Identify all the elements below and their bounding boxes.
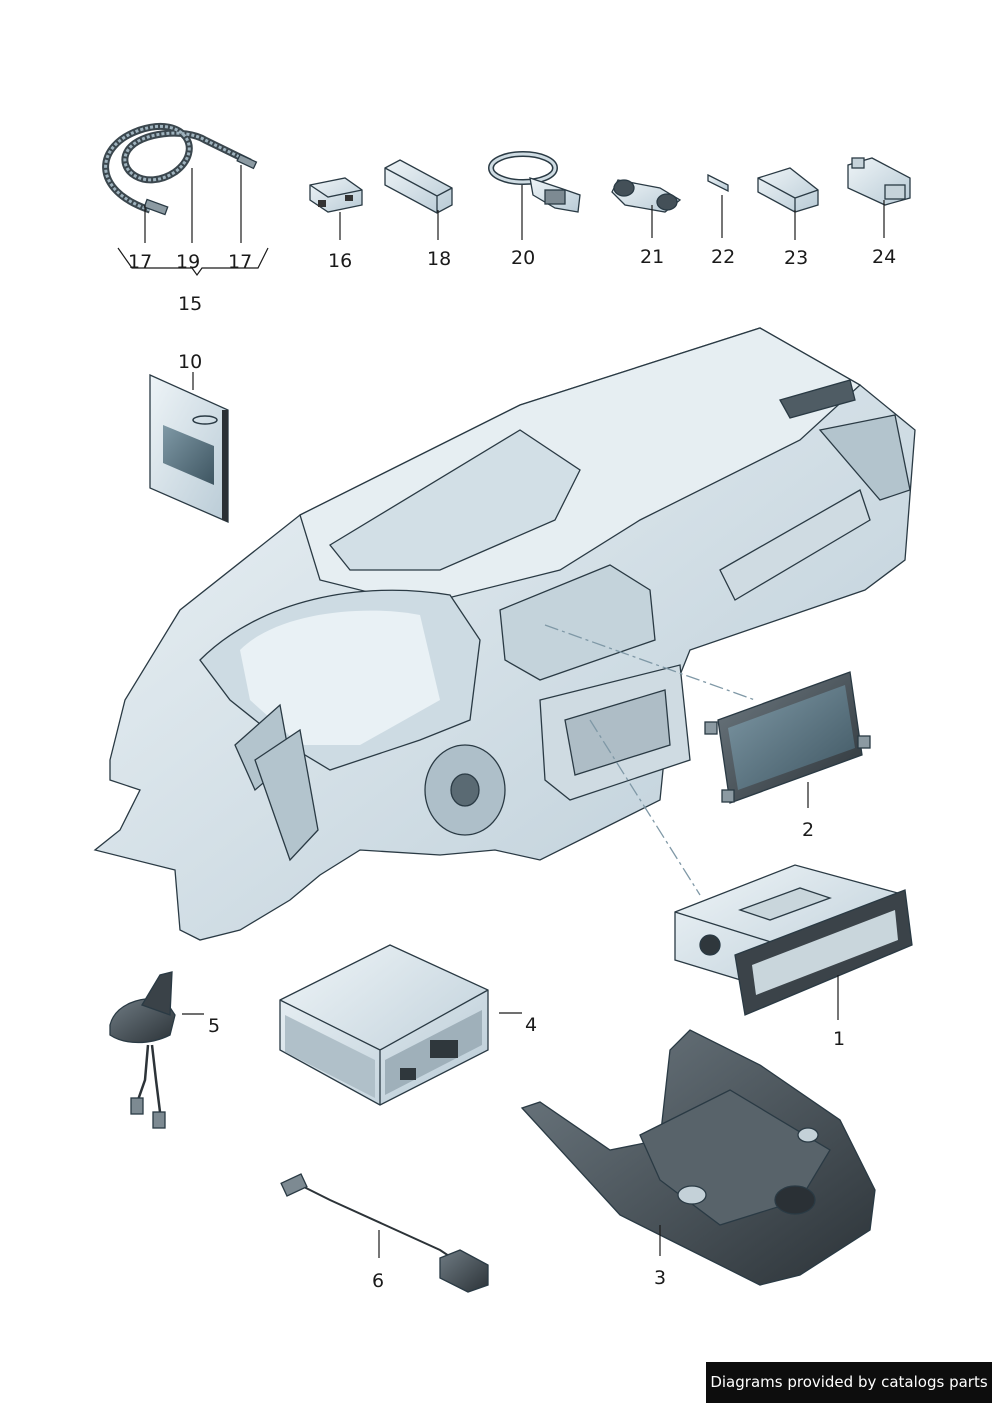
dashboard-assembly — [93, 327, 916, 941]
control-module-4 — [279, 944, 489, 1106]
callout-23: 23 — [784, 247, 808, 269]
guide-line-display — [544, 624, 756, 701]
connector-16 — [309, 177, 363, 213]
callout-6: 6 — [372, 1270, 384, 1292]
connector-24 — [847, 157, 911, 206]
connector-housing-18 — [384, 159, 453, 214]
owner-manual-10 — [149, 373, 229, 523]
radio-navigation-unit-1 — [674, 864, 913, 1016]
display-unit-2 — [704, 671, 871, 804]
credit-banner: Diagrams provided by catalogs parts — [706, 1362, 992, 1403]
callout-18: 18 — [427, 248, 451, 270]
callout-19: 19 — [176, 251, 200, 273]
plug-22 — [707, 173, 729, 193]
callout-3: 3 — [654, 1267, 666, 1289]
callout-24: 24 — [872, 246, 896, 268]
callout-5: 5 — [208, 1015, 220, 1037]
callout-16: 16 — [328, 250, 352, 272]
center-console-3 — [520, 1029, 876, 1286]
sleeve-21 — [611, 179, 682, 213]
guide-line-radio — [589, 719, 701, 896]
leader-lines — [117, 165, 885, 1258]
roof-antenna-5 — [109, 971, 176, 1129]
callout-21: 21 — [640, 246, 664, 268]
callout-22: 22 — [711, 246, 735, 268]
callout-1: 1 — [833, 1028, 845, 1050]
adapter-ring-20 — [488, 151, 581, 213]
callout-15: 15 — [178, 293, 202, 315]
callout-4: 4 — [525, 1014, 537, 1036]
callout-2: 2 — [802, 819, 814, 841]
callout-20: 20 — [511, 247, 535, 269]
callout-17-right: 17 — [228, 251, 252, 273]
cap-23 — [757, 167, 819, 213]
cable-6 — [280, 1173, 489, 1293]
antenna-cable-set-15 — [102, 122, 258, 216]
callout-labels: 17 19 17 15 16 18 20 21 22 23 24 10 2 1 … — [128, 246, 896, 1292]
callout-10: 10 — [178, 351, 202, 373]
callout-17-left: 17 — [128, 251, 152, 273]
